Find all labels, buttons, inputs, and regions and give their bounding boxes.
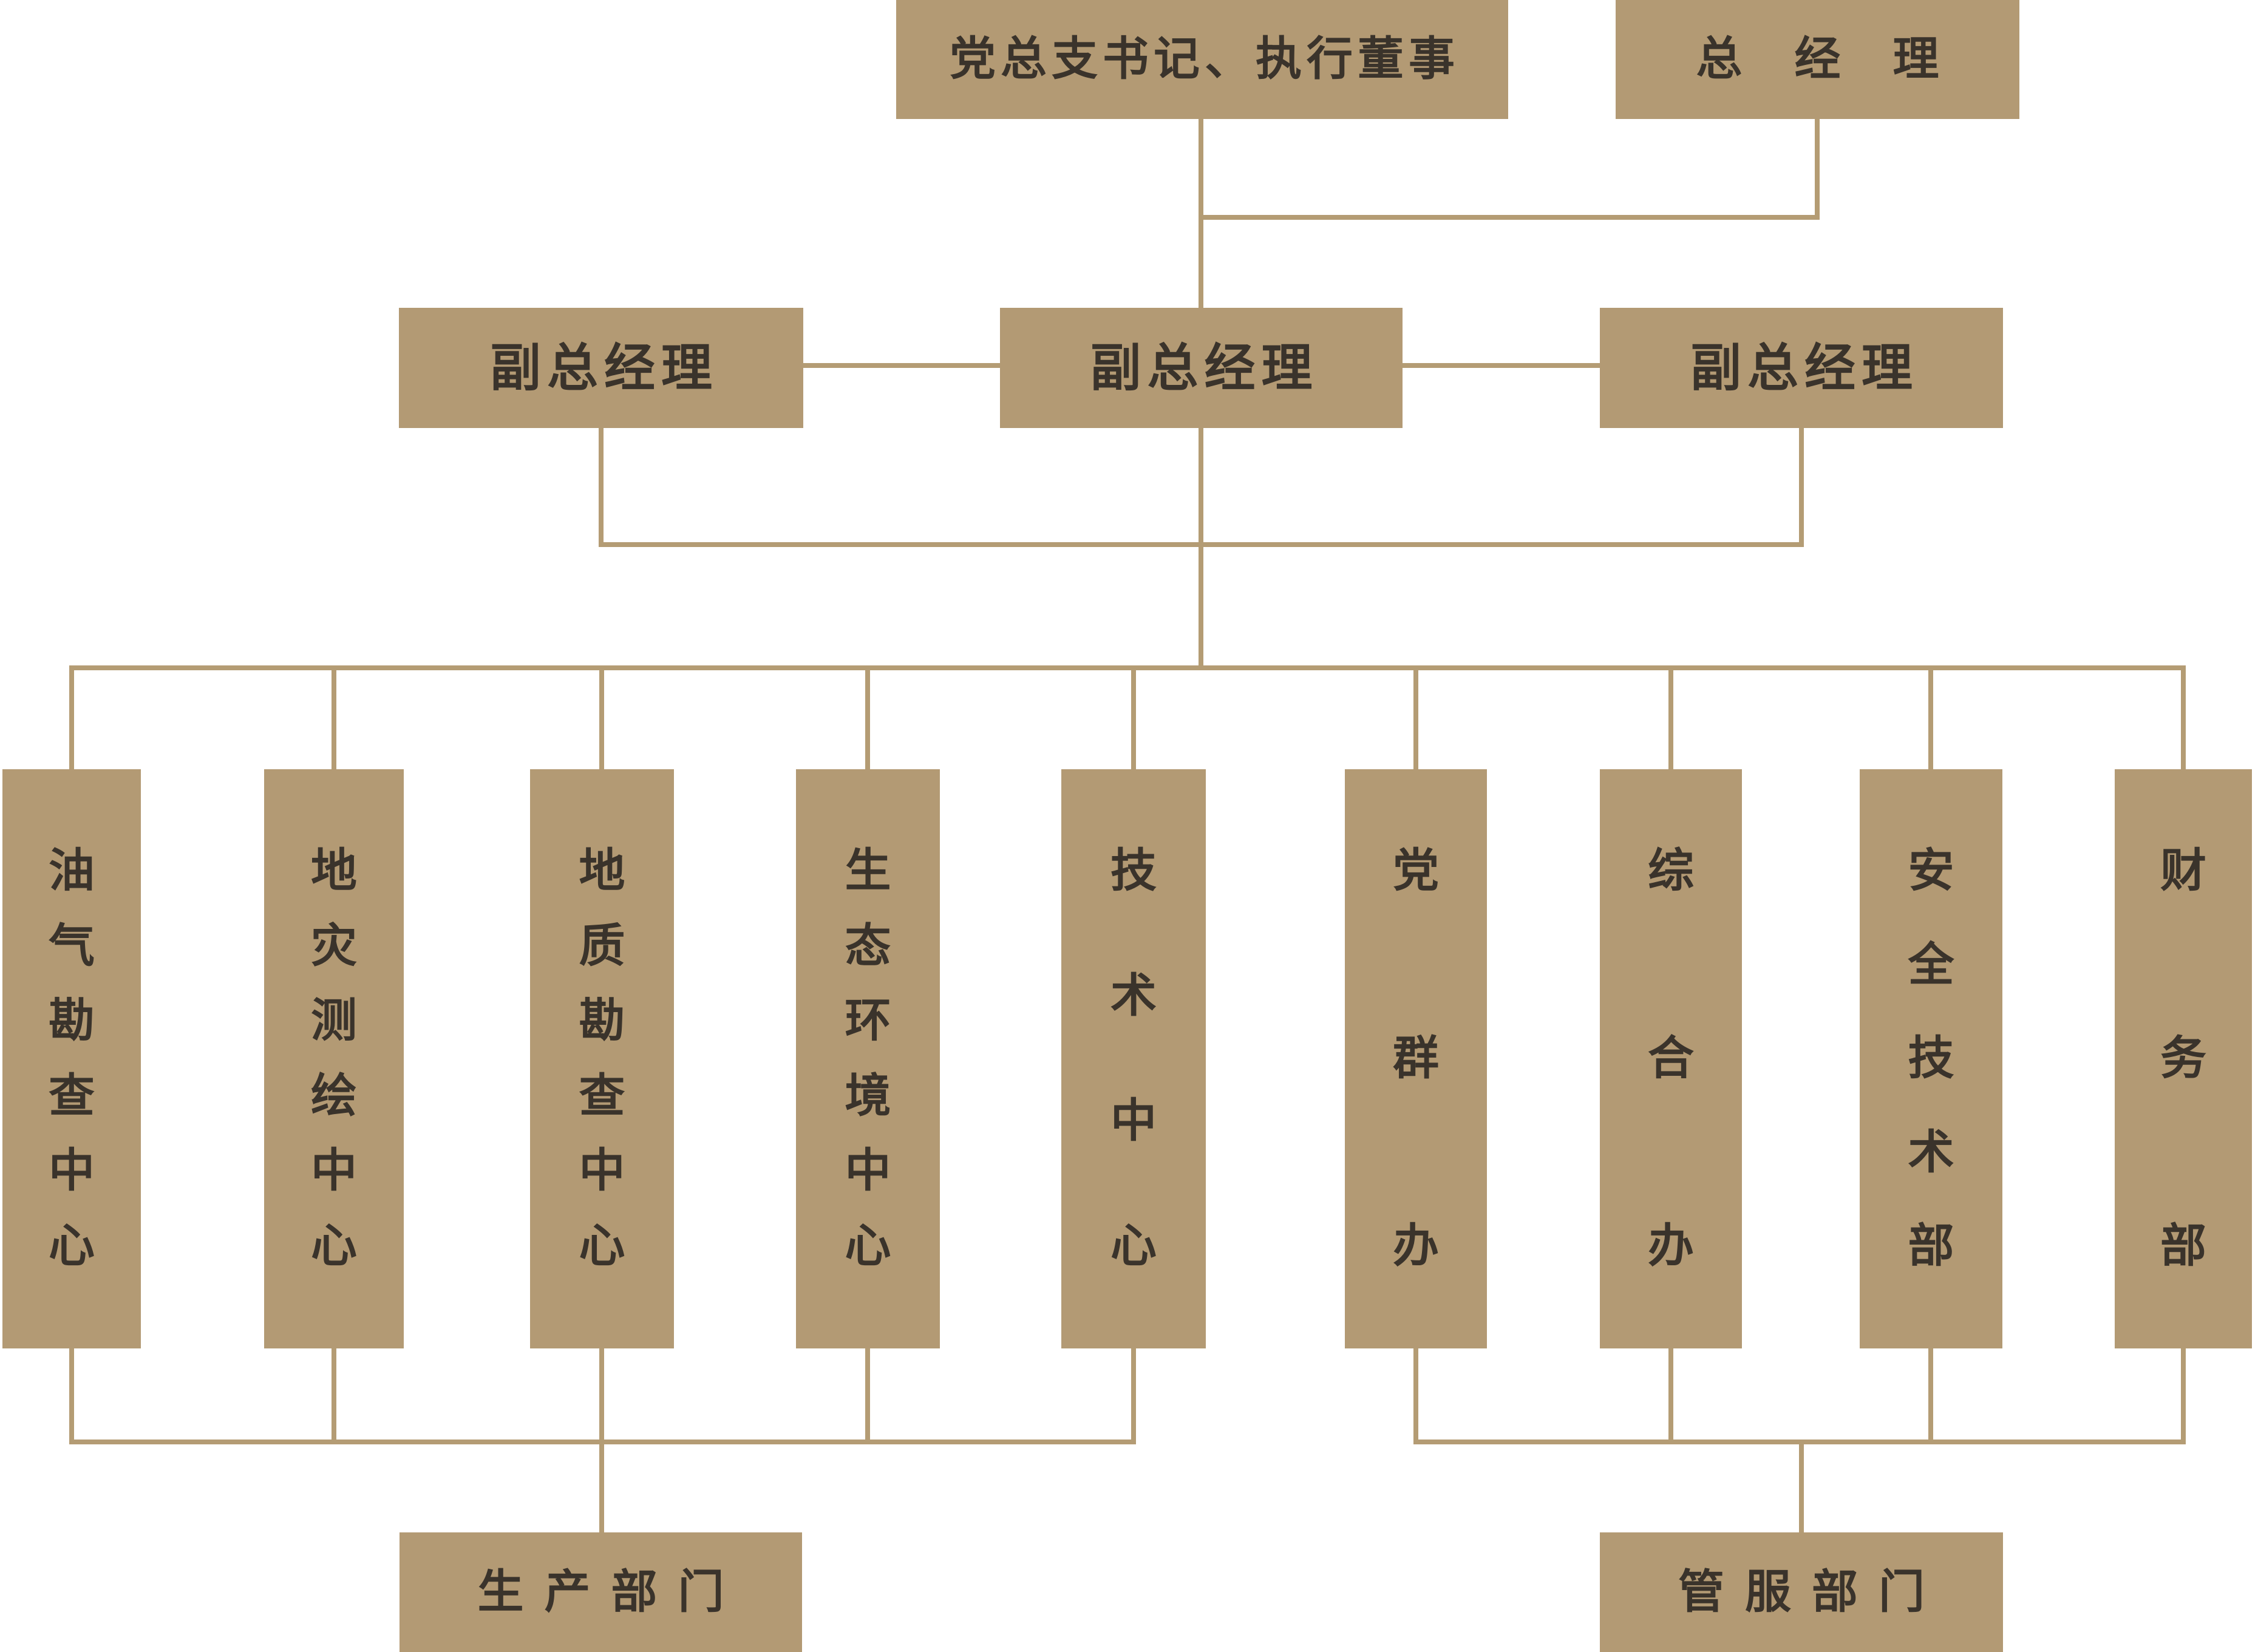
node-dept-geohazard-surveying-center: 地灾测绘中心: [264, 769, 404, 1348]
node-label: 党总支书记、执行董事: [950, 33, 1460, 85]
node-dept-geological-exploration-center: 地质勘查中心: [530, 769, 674, 1348]
node-label: 生态环境中心: [845, 845, 891, 1272]
node-label: 副总经理: [489, 339, 718, 396]
node-label: 地灾测绘中心: [311, 845, 357, 1272]
node-label: 技术中心: [1110, 845, 1157, 1272]
node-label: 党群办: [1393, 845, 1439, 1272]
node-dept-oil-gas-exploration-center: 油气勘查中心: [2, 769, 141, 1348]
node-label: 油气勘查中心: [49, 845, 95, 1272]
node-label: 生产部门: [477, 1566, 745, 1618]
node-label: 财务部: [2160, 845, 2206, 1272]
node-label: 管服部门: [1678, 1566, 1945, 1618]
node-dept-finance-dept: 财务部: [2115, 769, 2252, 1348]
node-deputy-general-manager-left: 副总经理: [399, 308, 803, 428]
node-production-departments-group: 生产部门: [400, 1532, 802, 1652]
node-label: 总经理: [1696, 33, 1991, 85]
node-general-manager: 总经理: [1616, 0, 2019, 119]
node-deputy-general-manager-middle: 副总经理: [1000, 308, 1403, 428]
node-dept-party-masses-office: 党群办: [1345, 769, 1487, 1348]
node-dept-ecological-environment-center: 生态环境中心: [796, 769, 940, 1348]
node-management-service-departments-group: 管服部门: [1600, 1532, 2003, 1652]
node-dept-general-office: 综合办: [1600, 769, 1742, 1348]
node-label: 综合办: [1648, 845, 1694, 1272]
node-dept-safety-technology-dept: 安全技术部: [1860, 769, 2002, 1348]
node-label: 地质勘查中心: [579, 845, 625, 1272]
node-deputy-general-manager-right: 副总经理: [1600, 308, 2003, 428]
node-label: 安全技术部: [1908, 845, 1954, 1272]
node-label: 副总经理: [1090, 339, 1319, 396]
node-party-secretary-executive-director: 党总支书记、执行董事: [896, 0, 1508, 119]
node-label: 副总经理: [1690, 339, 1919, 396]
node-dept-technology-center: 技术中心: [1061, 769, 1206, 1348]
